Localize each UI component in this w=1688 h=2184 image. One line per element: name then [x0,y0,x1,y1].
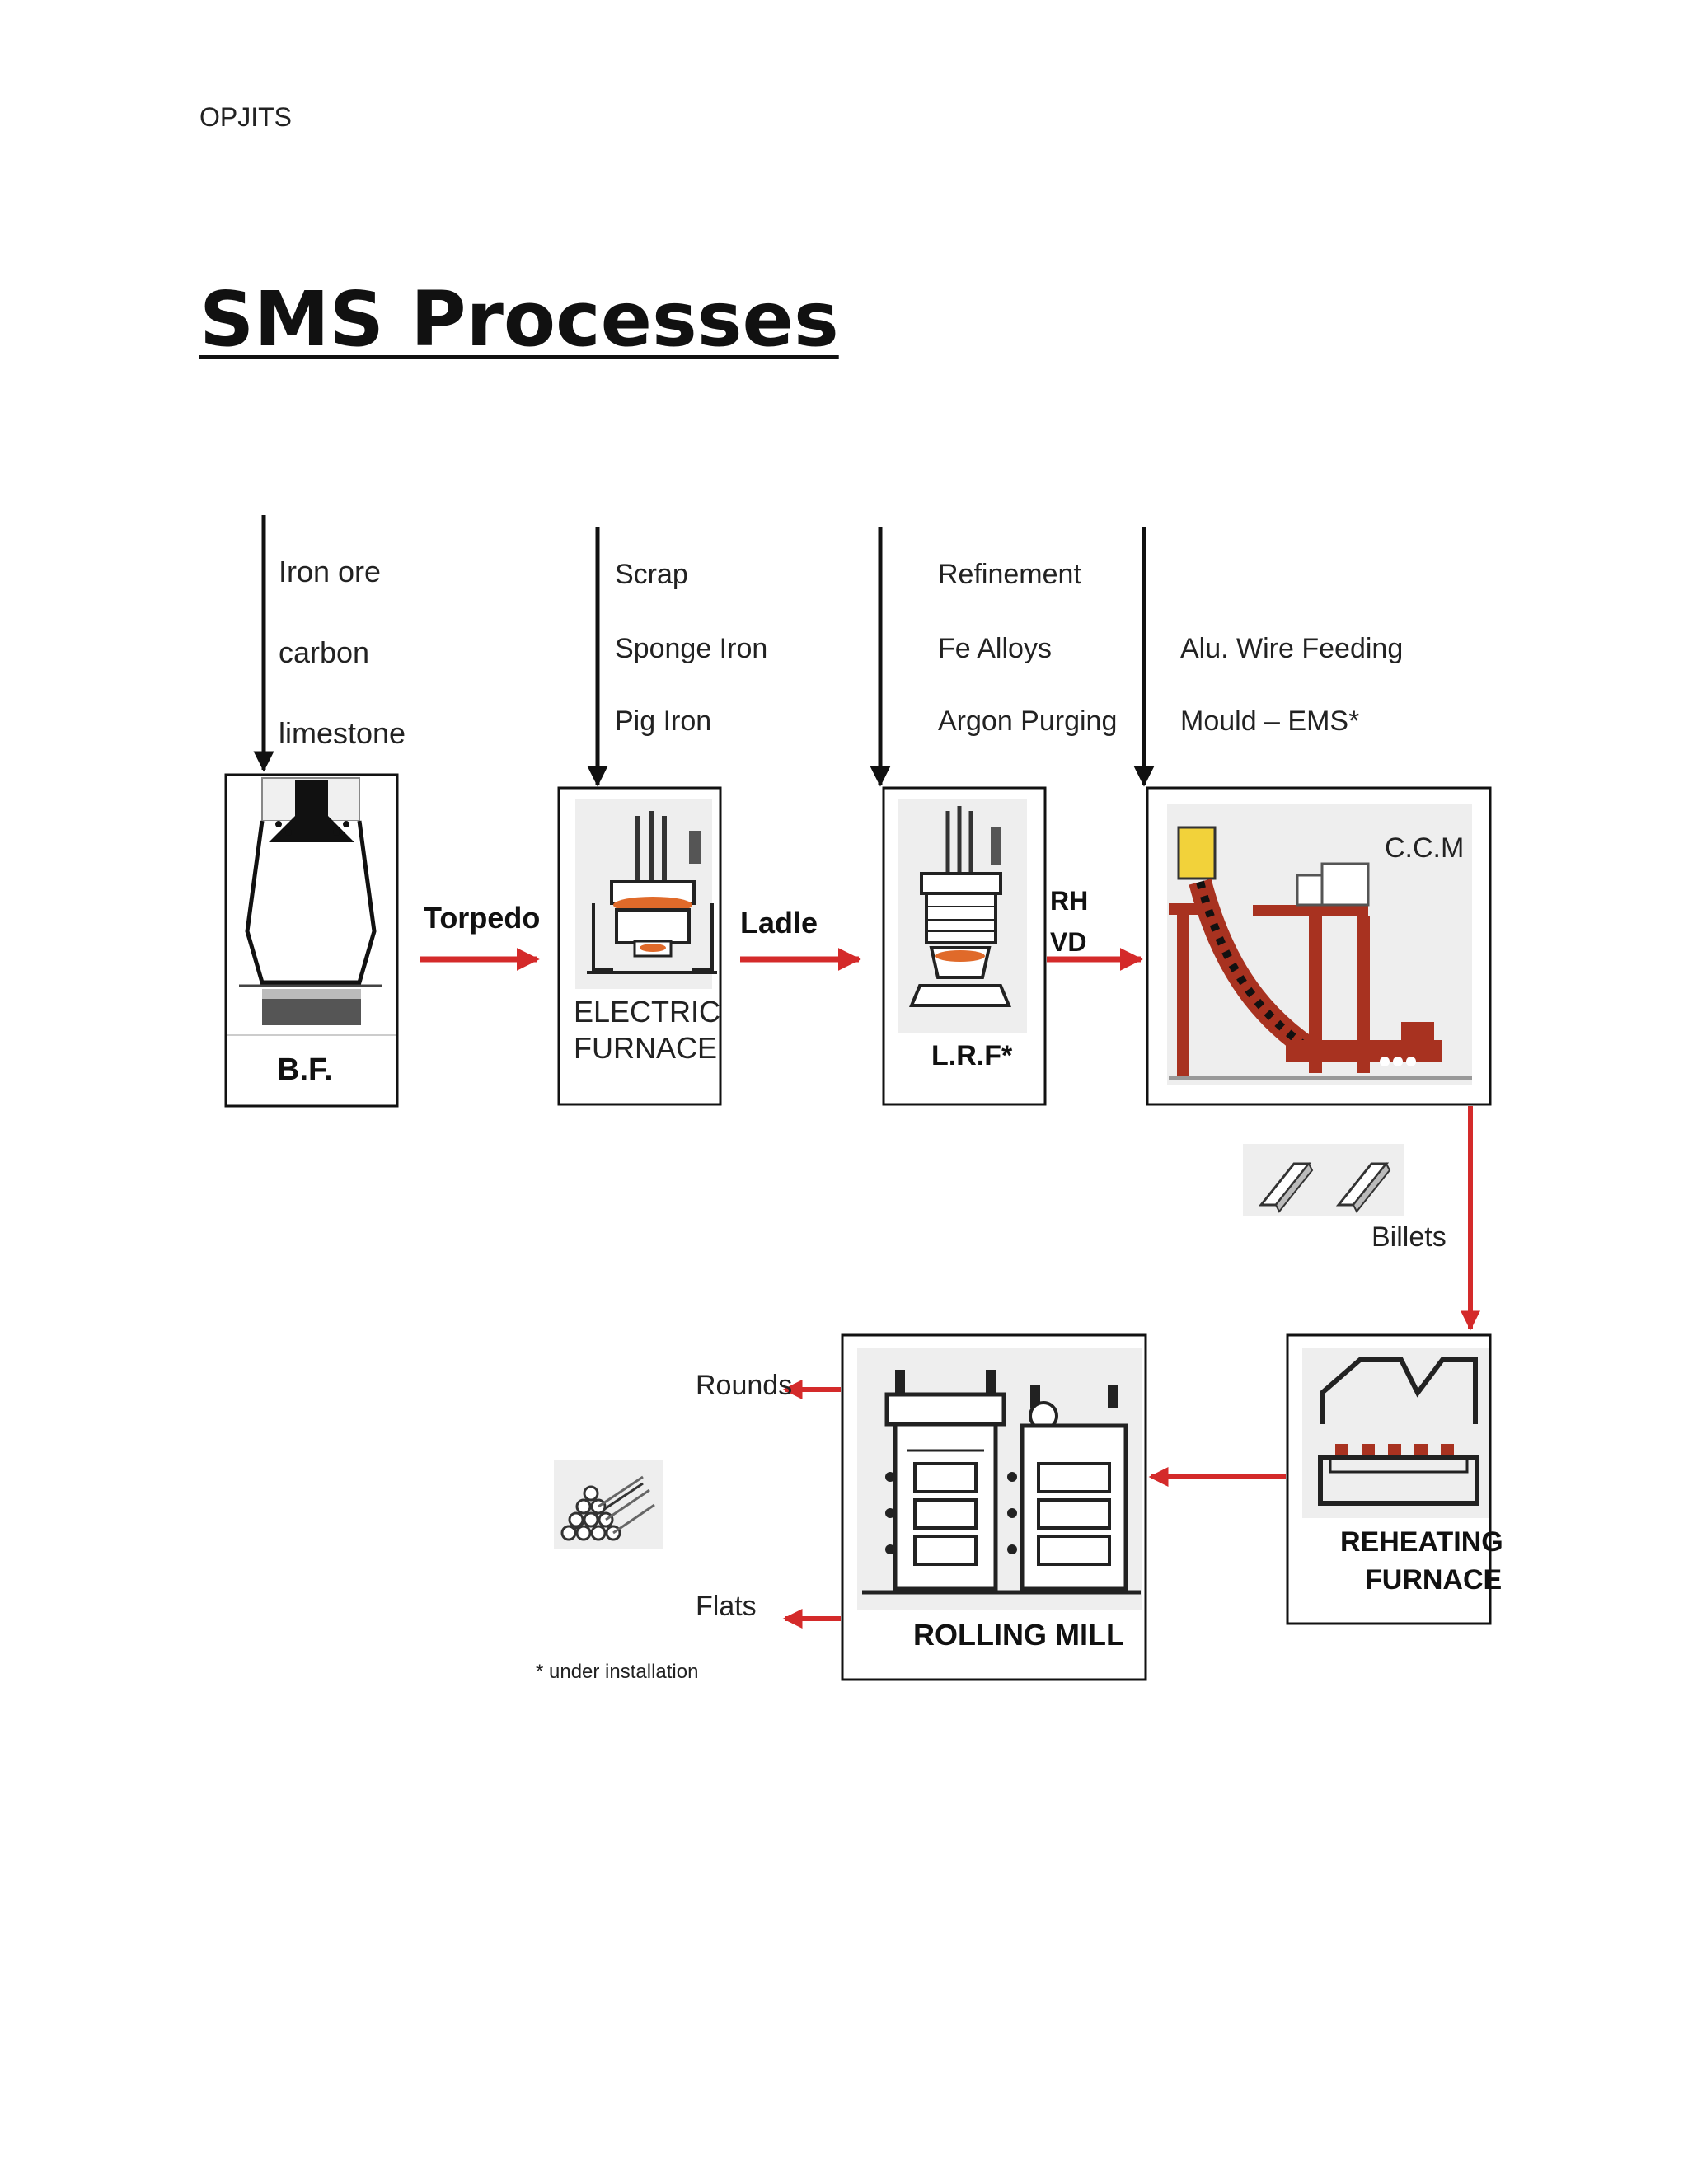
lrf-label: L.R.F* [931,1040,1013,1071]
ef-input-pig-iron: Pig Iron [615,705,711,737]
reheating-furnace-unit: REHEATING FURNACE [1286,1333,1503,1625]
lrf-input-argon-purging: Argon Purging [938,705,1117,737]
page-header: OPJITS [199,102,293,132]
electric-furnace-icon [587,811,717,974]
billets-label: Billets [1372,1221,1447,1253]
blast-furnace-icon [245,820,377,985]
footnote: * under installation [536,1661,698,1683]
ccm-label: C.C.M [1385,832,1464,864]
bf-input-carbon: carbon [279,635,369,669]
page-title: SMS Processes [199,275,839,363]
electric-furnace-unit: ELECTRIC FURNACE [557,786,722,1106]
continuous-casting-machine-icon [1169,826,1472,1080]
lrf-input-refinement: Refinement [938,559,1081,590]
flats-label: Flats [696,1591,757,1622]
bf-label: B.F. [277,1052,333,1087]
ef-label-line2: FURNACE [574,1031,717,1065]
torpedo-label: Torpedo [424,901,540,935]
rm-label: ROLLING MILL [913,1618,1124,1652]
vd-label: VD [1050,927,1086,957]
ef-input-scrap: Scrap [615,559,688,590]
lrf-unit: L.R.F* [882,786,1047,1106]
rf-label-line1: REHEATING [1340,1526,1503,1558]
rolling-mill-icon [862,1370,1141,1595]
ladle-refining-furnace-icon [909,806,1011,1007]
rf-label-line2: FURNACE [1365,1564,1502,1596]
ef-input-sponge-iron: Sponge Iron [615,633,767,664]
rounds-bundle-icon [554,1460,663,1549]
rh-label: RH [1050,886,1088,916]
billets-icon [1243,1144,1404,1216]
rounds-label: Rounds [696,1370,792,1401]
ccm-input-alu-wire: Alu. Wire Feeding [1180,633,1403,664]
ccm-input-mould-ems: Mould – EMS* [1180,705,1359,737]
lrf-input-fe-alloys: Fe Alloys [938,633,1052,664]
bf-input-limestone: limestone [279,716,406,750]
ccm-unit: C.C.M [1146,786,1492,1106]
ef-label-line1: ELECTRIC [574,995,720,1029]
blast-furnace-unit: B.F. [224,773,399,1108]
reheating-furnace-icon [1318,1357,1479,1506]
rolling-mill-unit: ROLLING MILL [841,1333,1147,1681]
bf-input-iron-ore: Iron ore [279,555,381,588]
ladle-label: Ladle [740,906,818,940]
